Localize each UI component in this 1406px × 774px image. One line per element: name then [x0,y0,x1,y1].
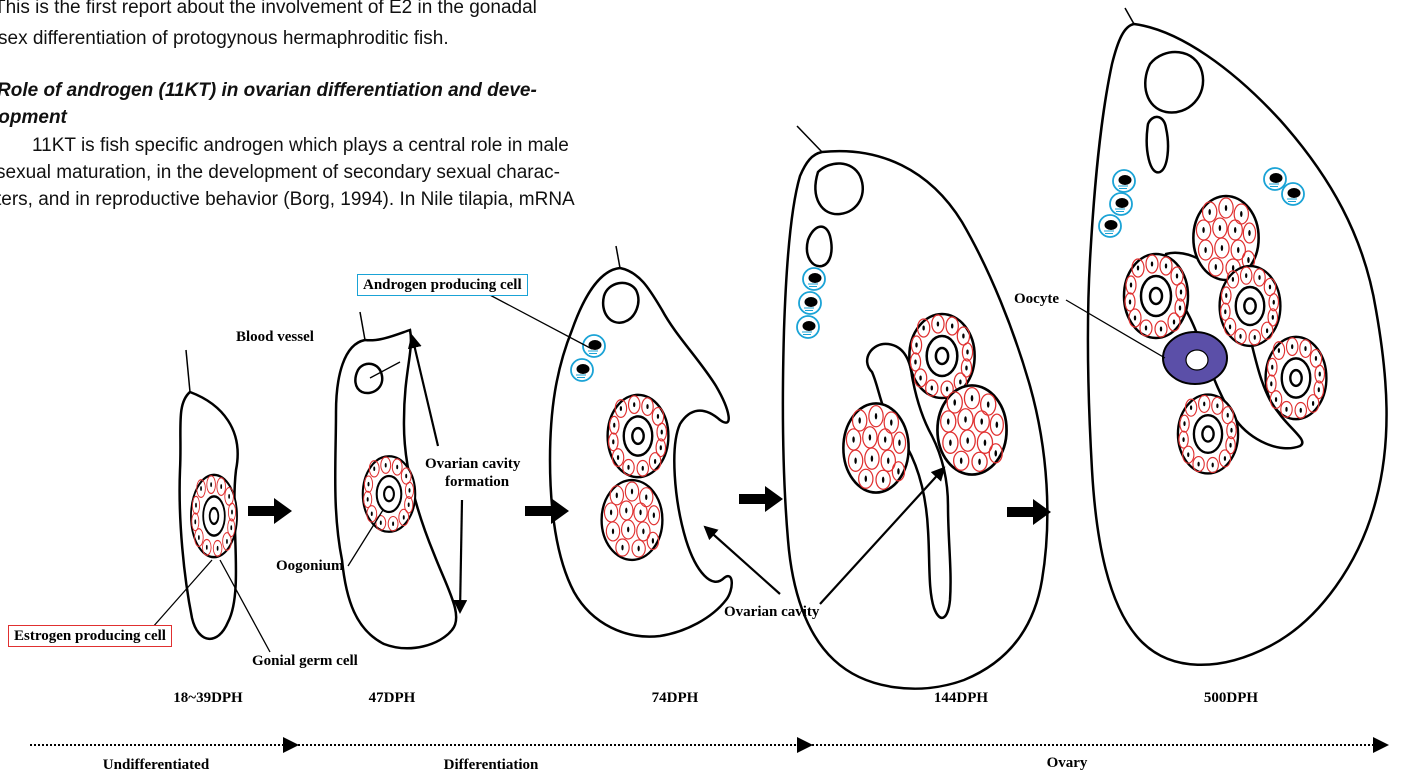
gonad-stage-2 [335,312,456,648]
ovarian-cavity-formation-label-1: Ovarian cavity [425,455,520,473]
oogonium-label: Oogonium [276,557,344,575]
age-label-1: 18~39DPH [173,690,242,707]
blood-vessel-label: Blood vessel [236,328,314,346]
age-label-3: 74DPH [652,690,699,707]
gonad-stage-5 [1088,8,1387,665]
gonad-stage-1 [180,350,238,639]
stage-label-differentiation: Differentiation [444,757,539,774]
gonad-stage-4 [783,126,1048,689]
gonad-stage-3 [550,246,732,637]
estrogen-producing-cell-label: Estrogen producing cell [8,625,172,647]
age-label-5: 500DPH [1204,690,1258,707]
androgen-producing-cell-label: Androgen producing cell [357,274,528,296]
age-label-2: 47DPH [369,690,416,707]
ovarian-cavity-label: Ovarian cavity [724,603,819,621]
age-label-4: 144DPH [934,690,988,707]
stage-label-ovary: Ovary [1047,755,1088,772]
stage-label-undifferentiated: Undifferentiated [103,757,209,774]
oocyte-label: Oocyte [1014,290,1059,308]
gonial-germ-cell-label: Gonial germ cell [252,652,358,670]
ovarian-cavity-formation-label-2: formation [445,473,509,491]
